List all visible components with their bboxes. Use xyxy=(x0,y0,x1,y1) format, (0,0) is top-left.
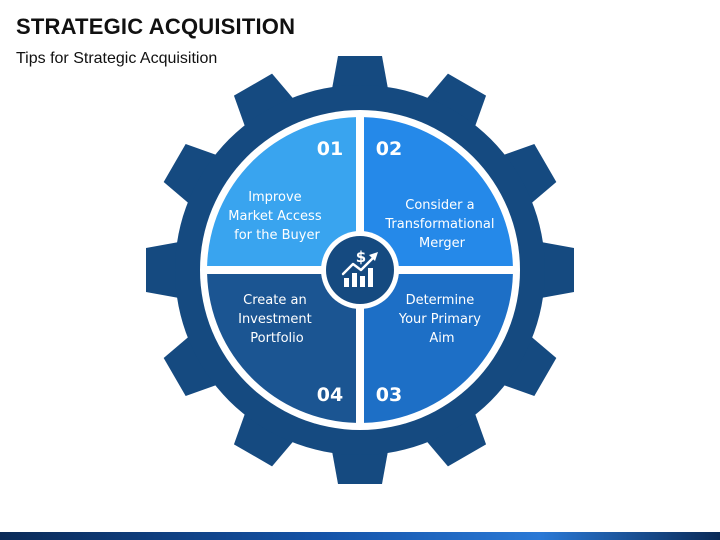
segment-01[interactable] xyxy=(207,117,356,266)
footer-accent-bar xyxy=(0,532,720,540)
segment-03[interactable] xyxy=(364,274,513,423)
finance-growth-icon: $ xyxy=(341,248,378,287)
segment-01-label: Improve Market Access for the Buyer xyxy=(228,190,325,243)
segment-04[interactable] xyxy=(207,274,356,423)
segment-03-number: 03 xyxy=(376,384,402,406)
segment-02-label: Consider a Transformational Merger xyxy=(384,198,498,251)
segment-02[interactable] xyxy=(364,117,513,266)
segment-04-label: Create an Investment Portfolio xyxy=(238,293,316,346)
page-subtitle: Tips for Strategic Acquisition xyxy=(16,50,218,67)
segment-04-number: 04 xyxy=(317,384,343,406)
segment-03-label: Determine Your Primary Aim xyxy=(398,293,485,346)
page-title: STRATEGIC ACQUISITION xyxy=(16,14,296,39)
svg-text:$: $ xyxy=(356,248,366,266)
segment-02-number: 02 xyxy=(376,138,402,160)
segment-01-number: 01 xyxy=(317,138,343,160)
